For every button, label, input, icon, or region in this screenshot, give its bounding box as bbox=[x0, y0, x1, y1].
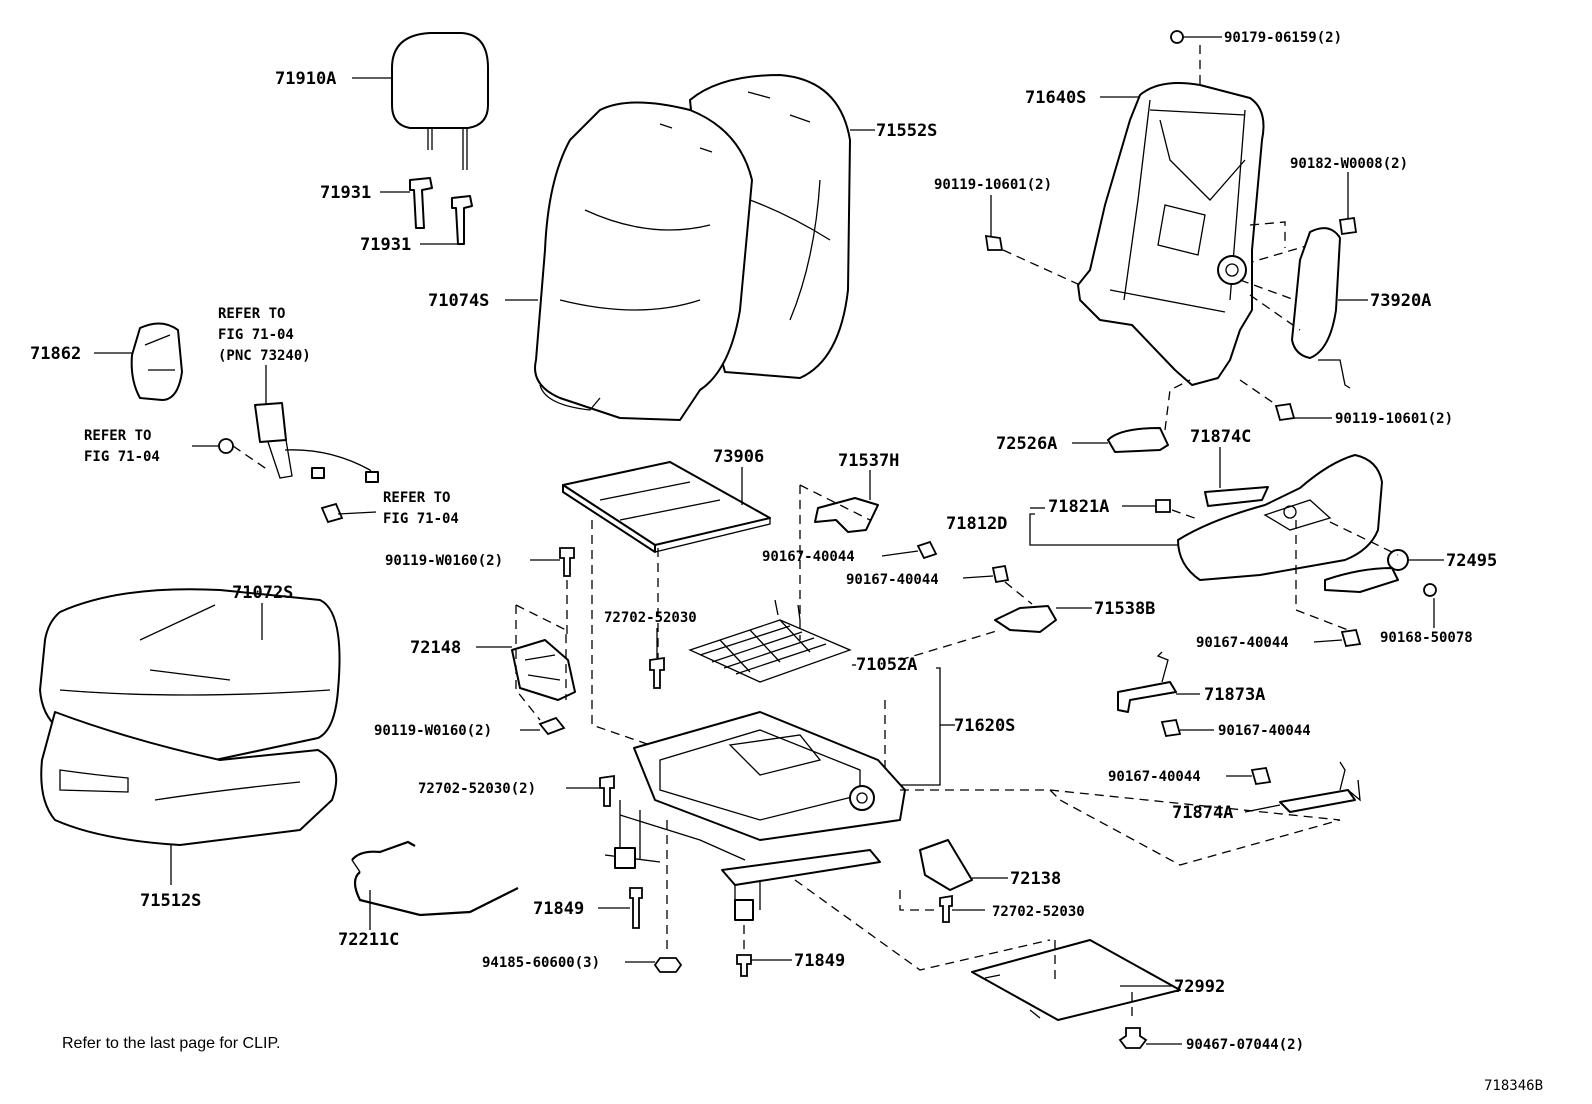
ref-right-line2: FIG 71-04 bbox=[383, 511, 459, 527]
cover-71862[interactable] bbox=[130, 322, 183, 401]
clip-90467-07044[interactable] bbox=[1118, 1027, 1148, 1049]
label-94185-60600: 94185-60600(3) bbox=[482, 955, 600, 971]
knob-72495[interactable] bbox=[1324, 549, 1409, 593]
side-shield-73920A[interactable] bbox=[1291, 227, 1351, 389]
label-90167-40044-b: 90167-40044 bbox=[846, 572, 939, 588]
label-90119-10601-a: 90119-10601(2) bbox=[934, 177, 1052, 193]
label-71931-b: 71931 bbox=[360, 235, 411, 255]
bolt-72702-52030-a[interactable] bbox=[649, 656, 665, 689]
headrest-support-71931[interactable] bbox=[409, 177, 473, 245]
cover-71874C[interactable] bbox=[1204, 486, 1269, 507]
bracket-71537H[interactable] bbox=[814, 497, 879, 533]
ref-left-line1: REFER TO bbox=[84, 428, 151, 444]
bracket-72148[interactable] bbox=[511, 639, 576, 701]
bolt-90182-W0008[interactable] bbox=[1338, 216, 1358, 236]
label-72702-52030-c: 72702-52030 bbox=[992, 904, 1085, 920]
seatback-frame-71640S[interactable] bbox=[1077, 82, 1265, 386]
label-90179-06159: 90179-06159(2) bbox=[1224, 30, 1342, 46]
clip-71849-b[interactable] bbox=[736, 954, 752, 977]
ref-right-line1: REFER TO bbox=[383, 490, 450, 506]
label-71862: 71862 bbox=[30, 344, 81, 364]
seat-cushion-pad-71512S[interactable] bbox=[40, 711, 338, 846]
label-73906: 73906 bbox=[713, 447, 764, 467]
label-90182-W0008: 90182-W0008(2) bbox=[1290, 156, 1408, 172]
ref-belt-line1: REFER TO bbox=[218, 306, 285, 322]
bolt-72702-52030-b[interactable] bbox=[599, 774, 615, 807]
cover-71874A[interactable] bbox=[1279, 761, 1361, 813]
bolt-ref-right[interactable] bbox=[320, 502, 344, 524]
rod-72211C[interactable] bbox=[351, 840, 519, 917]
label-71812D: 71812D bbox=[946, 514, 1007, 534]
label-71640S: 71640S bbox=[1025, 88, 1086, 108]
label-71512S: 71512S bbox=[140, 891, 201, 911]
label-71910A: 71910A bbox=[275, 69, 336, 89]
label-72526A: 72526A bbox=[996, 434, 1057, 454]
bolt-ref-left[interactable] bbox=[218, 438, 234, 454]
bracket-71538B[interactable] bbox=[994, 605, 1057, 633]
label-72702-52030-b: 72702-52030(2) bbox=[418, 781, 536, 797]
bolt-90167-40044-c[interactable] bbox=[1340, 628, 1362, 648]
bolt-90168-50078[interactable] bbox=[1423, 583, 1437, 597]
label-71821A: 71821A bbox=[1048, 497, 1109, 517]
label-90119-W0160-b: 90119-W0160(2) bbox=[374, 723, 492, 739]
label-71873A: 71873A bbox=[1204, 685, 1265, 705]
label-72211C: 72211C bbox=[338, 930, 399, 950]
bolt-90167-40044-b[interactable] bbox=[991, 564, 1010, 584]
label-73920A: 73920A bbox=[1370, 291, 1431, 311]
bolt-90179-06159[interactable] bbox=[1170, 30, 1184, 44]
label-90167-40044-a: 90167-40044 bbox=[762, 549, 855, 565]
label-90119-W0160-a: 90119-W0160(2) bbox=[385, 553, 503, 569]
label-90119-10601-b: 90119-10601(2) bbox=[1335, 411, 1453, 427]
seat-frame-71620S[interactable] bbox=[604, 711, 906, 921]
bolt-90119-10601-a[interactable] bbox=[984, 234, 1004, 251]
label-71072S: 71072S bbox=[232, 583, 293, 603]
cover-72526A[interactable] bbox=[1107, 427, 1169, 453]
seatback-pad-71074S[interactable] bbox=[534, 101, 753, 421]
label-72702-52030-a: 72702-52030 bbox=[604, 610, 697, 626]
diagram-id: 718346B bbox=[1484, 1078, 1543, 1094]
label-71874C: 71874C bbox=[1190, 427, 1251, 447]
ref-belt-line3: (PNC 73240) bbox=[218, 348, 311, 364]
label-90167-40044-e: 90167-40044 bbox=[1108, 769, 1201, 785]
label-71620S: 71620S bbox=[954, 716, 1015, 736]
ref-left-line2: FIG 71-04 bbox=[84, 449, 160, 465]
label-71537H: 71537H bbox=[838, 451, 899, 471]
label-71552S: 71552S bbox=[876, 121, 937, 141]
side-shield-71812D[interactable] bbox=[1177, 454, 1383, 581]
label-71849-a: 71849 bbox=[533, 899, 584, 919]
seat-cushion-cover-71072S[interactable] bbox=[39, 588, 341, 761]
bolt-90119-W0160-a[interactable] bbox=[559, 547, 575, 577]
label-72148: 72148 bbox=[410, 638, 461, 658]
spring-mat-71052A[interactable] bbox=[688, 599, 852, 683]
label-71074S: 71074S bbox=[428, 291, 489, 311]
headrest-71910A[interactable] bbox=[391, 32, 489, 170]
ref-belt-line2: FIG 71-04 bbox=[218, 327, 294, 343]
label-72138: 72138 bbox=[1010, 869, 1061, 889]
cover-72138[interactable] bbox=[919, 839, 973, 891]
label-72992: 72992 bbox=[1174, 977, 1225, 997]
bolt-90167-40044-e[interactable] bbox=[1250, 766, 1272, 786]
bolt-71821A[interactable] bbox=[1155, 499, 1171, 513]
label-90167-40044-d: 90167-40044 bbox=[1218, 723, 1311, 739]
panel-73906[interactable] bbox=[562, 461, 771, 553]
seatbelt-buckle[interactable] bbox=[254, 402, 379, 483]
clip-71849-a[interactable] bbox=[629, 887, 643, 929]
plate-72992[interactable] bbox=[971, 939, 1181, 1021]
label-90167-40044-c: 90167-40044 bbox=[1196, 635, 1289, 651]
label-72495: 72495 bbox=[1446, 551, 1497, 571]
label-90467-07044: 90467-07044(2) bbox=[1186, 1037, 1304, 1053]
bolt-72702-52030-c[interactable] bbox=[939, 894, 953, 923]
nut-94185-60600[interactable] bbox=[653, 957, 683, 973]
label-71538B: 71538B bbox=[1094, 599, 1155, 619]
bolt-90119-W0160-b[interactable] bbox=[538, 716, 566, 736]
bolt-90167-40044-a[interactable] bbox=[916, 540, 938, 560]
label-90168-50078: 90168-50078 bbox=[1380, 630, 1473, 646]
bracket-71873A[interactable] bbox=[1117, 651, 1177, 713]
bolt-90119-10601-b[interactable] bbox=[1274, 402, 1296, 422]
footer-note: Refer to the last page for CLIP. bbox=[62, 1035, 281, 1052]
bolt-90167-40044-d[interactable] bbox=[1160, 718, 1182, 738]
label-71931-a: 71931 bbox=[320, 183, 371, 203]
label-71849-b: 71849 bbox=[794, 951, 845, 971]
